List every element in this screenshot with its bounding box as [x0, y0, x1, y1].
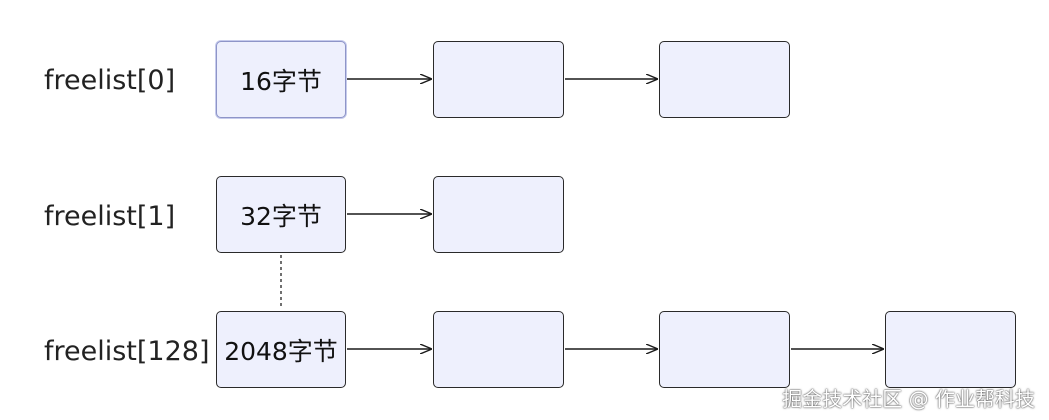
freelist-0-label: freelist[0]: [44, 65, 176, 96]
freelist-0-block-3: [659, 41, 790, 118]
freelist-0-head-block: 16字节: [216, 41, 346, 118]
freelist-128-block-2: [433, 311, 564, 388]
freelist-1-block-2: [433, 176, 564, 253]
freelist-128-block-4: [885, 311, 1016, 388]
freelist-1-label: freelist[1]: [44, 201, 176, 232]
freelist-128-block-3: [659, 311, 790, 388]
freelist-1-head-block: 32字节: [216, 176, 346, 253]
freelist-128-label: freelist[128]: [44, 336, 210, 367]
freelist-0-block-2: [433, 41, 564, 118]
freelist-128-head-block: 2048字节: [216, 311, 346, 388]
watermark: 掘金技术社区 @ 作业帮科技: [782, 387, 1035, 411]
